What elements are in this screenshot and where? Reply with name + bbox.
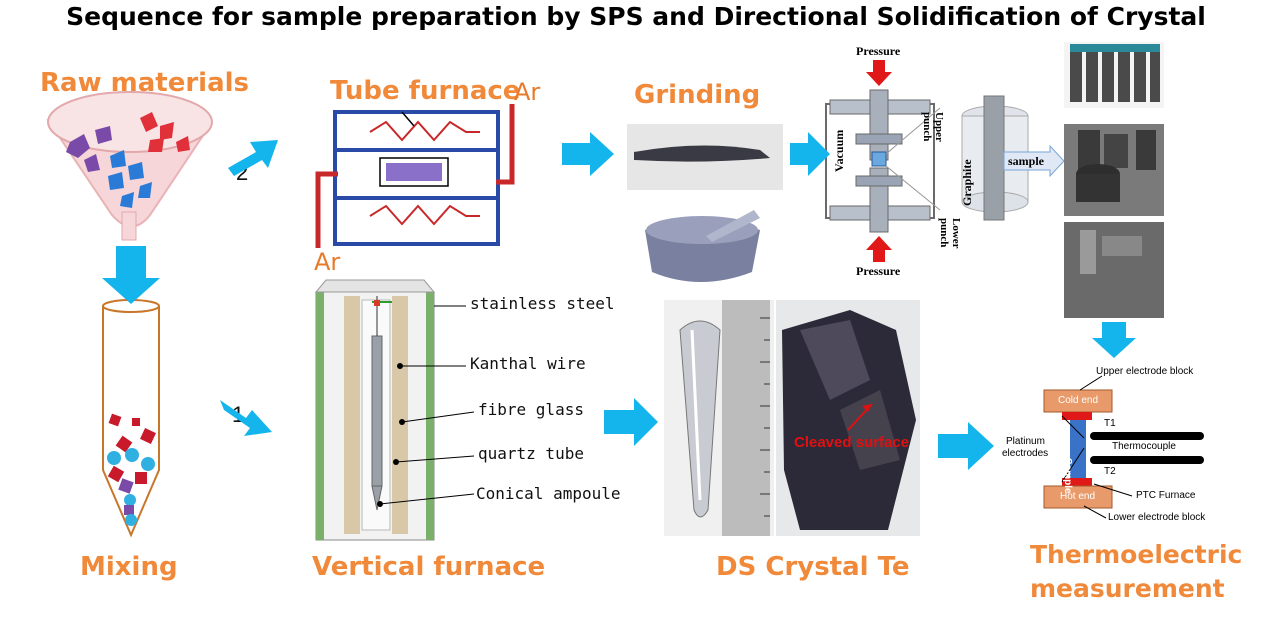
pressure-top-label: Pressure	[856, 44, 901, 58]
mortar-photo	[645, 210, 760, 282]
thermoelectric-setup	[1043, 375, 1204, 519]
ds-crystal-label: DS Crystal Te	[716, 552, 910, 582]
vertical-furnace-diagram	[314, 279, 475, 541]
label-stainless-steel: stainless steel	[470, 294, 615, 313]
mixing-tube	[102, 299, 160, 538]
upper-electrode-label: Upper electrode block	[1096, 366, 1194, 377]
pressure-bottom-label: Pressure	[856, 264, 901, 278]
sps-diagram	[825, 60, 1065, 262]
label-fibre-glass: fibre glass	[478, 400, 584, 419]
thermocouple-label: Thermocouple	[1112, 441, 1176, 452]
t1-label: T1	[1104, 418, 1116, 429]
thermoelectric-label-line2: measurement	[1030, 574, 1225, 603]
label-quartz-tube: quartz tube	[478, 444, 584, 463]
vacuum-label: Vacuum	[832, 129, 846, 172]
thermoelectric-label-line1: Thermoelectric	[1030, 540, 1243, 569]
arrow-down-to-mixing	[102, 246, 160, 304]
cold-end-label: Cold end	[1058, 395, 1099, 406]
ds-crystal-photo	[664, 300, 920, 536]
ar-inlet-label: Ar	[314, 248, 341, 276]
lower-electrode-label: Lower electrode block	[1108, 512, 1206, 523]
tweezers-shape	[634, 145, 770, 162]
arrow-route-1	[220, 400, 272, 436]
grinding-label: Grinding	[634, 80, 761, 110]
cleaved-surface-label: Cleaved surface	[794, 434, 910, 451]
arrow-down-to-measurement	[1092, 322, 1136, 358]
platinum-label-line2: electrodes	[1002, 448, 1049, 459]
label-conical-ampoule: Conical ampoule	[476, 484, 621, 503]
arrow-to-sps	[790, 132, 830, 176]
sample-bar-label: Sample	[1062, 458, 1073, 494]
graphite-label: Graphite	[960, 159, 974, 206]
lower-punch-label: Lower punch	[938, 218, 962, 249]
mixing-label: Mixing	[80, 552, 178, 582]
upper-punch-label: Upper punch	[921, 112, 945, 142]
flow-arrows	[102, 132, 1136, 470]
page-title: Sequence for sample preparation by SPS a…	[66, 2, 1206, 31]
vertical-furnace-label: Vertical furnace	[312, 552, 546, 582]
ar-outlet-label: Ar	[514, 78, 541, 106]
tube-furnace-diagram	[315, 104, 515, 248]
ptc-furnace-label: PTC Furnace	[1136, 490, 1196, 501]
arrow-to-grinding	[562, 132, 614, 176]
tube-furnace-label: Tube furnace	[330, 76, 521, 106]
arrow-to-measurement	[938, 422, 994, 470]
t2-label: T2	[1104, 466, 1116, 477]
hot-end-label: Hot end	[1060, 491, 1096, 502]
label-kanthal-wire: Kanthal wire	[470, 354, 586, 373]
funnel-raw-materials	[46, 91, 213, 241]
platinum-label-line1: Platinum	[1006, 436, 1045, 447]
sample-arrow-label: sample	[1008, 154, 1044, 168]
arrow-to-crystal	[604, 398, 658, 446]
arrow-route-2	[228, 140, 278, 176]
